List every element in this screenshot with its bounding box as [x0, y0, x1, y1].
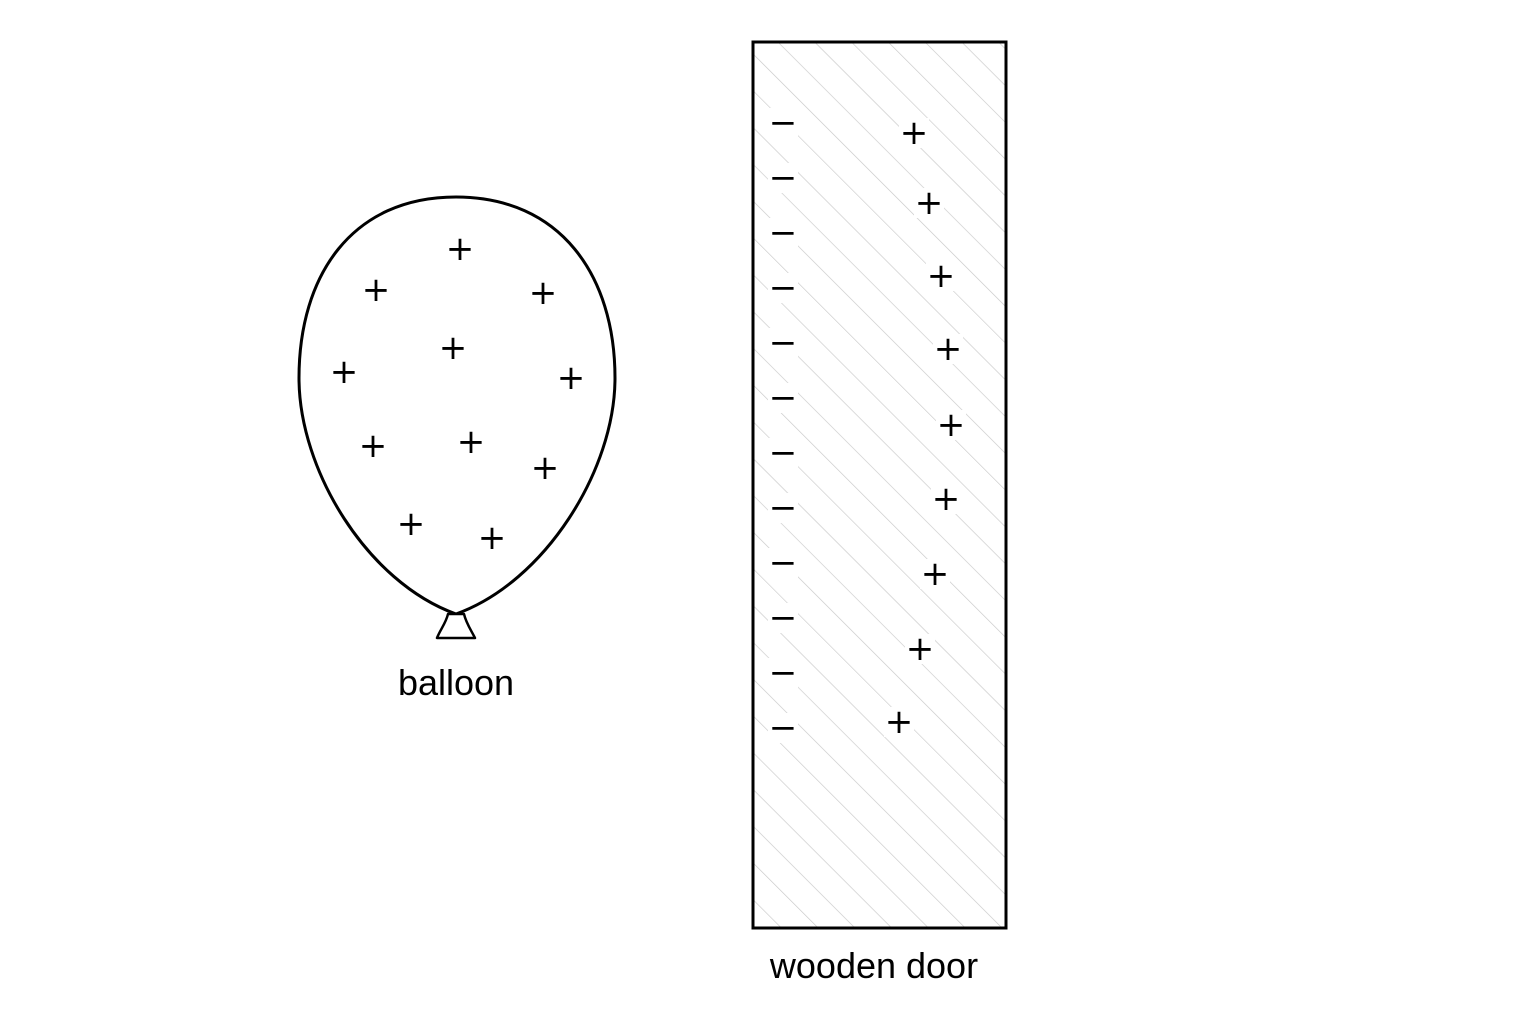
negative-charge-symbol-bg — [768, 218, 798, 248]
positive-charge-symbol: + — [906, 629, 935, 669]
negative-charge-symbol: − — [769, 213, 798, 253]
door-label: wooden door — [769, 945, 978, 986]
positive-charge-symbol-bg — [456, 427, 486, 457]
positive-charge-symbol: + — [457, 422, 486, 462]
negative-charge-symbol-bg — [768, 273, 798, 303]
positive-charge-symbol-bg — [933, 334, 963, 364]
negative-charge-symbol: − — [769, 708, 798, 748]
positive-charge-symbol: + — [439, 328, 468, 368]
positive-charge-symbol: + — [921, 554, 950, 594]
negative-charge-symbol: − — [769, 378, 798, 418]
negative-charge-symbol-bg — [768, 658, 798, 688]
negative-charge-symbol: − — [769, 653, 798, 693]
negative-charge-symbol-bg — [768, 163, 798, 193]
positive-charge-symbol-bg — [926, 261, 956, 291]
negative-charge-symbol: − — [769, 598, 798, 638]
positive-charge-symbol: + — [900, 113, 929, 153]
negative-charge-symbol: − — [769, 103, 798, 143]
door-positive-charges: + + + + + + + + + — [884, 113, 966, 742]
positive-charge-symbol: + — [397, 504, 426, 544]
positive-charge-symbol-bg — [884, 707, 914, 737]
negative-charge-symbol: − — [769, 323, 798, 363]
negative-charge-symbol-bg — [768, 548, 798, 578]
positive-charge-symbol: + — [446, 229, 475, 269]
negative-charge-symbol-bg — [768, 713, 798, 743]
positive-charge-symbol: + — [529, 273, 558, 313]
positive-charge-symbol: + — [934, 329, 963, 369]
positive-charge-symbol: + — [359, 426, 388, 466]
negative-charge-symbol-bg — [768, 383, 798, 413]
negative-charge-symbol-bg — [768, 493, 798, 523]
positive-charge-symbol: + — [937, 405, 966, 445]
positive-charge-symbol-bg — [477, 523, 507, 553]
negative-charge-symbol: − — [769, 543, 798, 583]
positive-charge-symbol-bg — [936, 410, 966, 440]
negative-charge-symbol-bg — [768, 108, 798, 138]
positive-charge-symbol: + — [557, 358, 586, 398]
negative-charge-symbol: − — [769, 488, 798, 528]
positive-charge-symbol-bg — [528, 278, 558, 308]
positive-charge-symbol-bg — [358, 431, 388, 461]
positive-charge-symbol: + — [531, 448, 560, 488]
negative-charge-symbol-bg — [768, 603, 798, 633]
positive-charge-symbol-bg — [329, 357, 359, 387]
positive-charge-symbol: + — [478, 518, 507, 558]
positive-charge-symbol-bg — [445, 234, 475, 264]
balloon-charges: +++++++++++ — [329, 229, 586, 558]
positive-charge-symbol: + — [362, 270, 391, 310]
positive-charge-symbol: + — [932, 479, 961, 519]
positive-charge-symbol-bg — [914, 188, 944, 218]
negative-charge-symbol: − — [769, 158, 798, 198]
positive-charge-symbol: + — [330, 352, 359, 392]
balloon-label: balloon — [398, 662, 514, 703]
balloon: +++++++++++ balloon — [297, 195, 617, 703]
negative-charge-symbol-bg — [768, 328, 798, 358]
positive-charge-symbol-bg — [899, 118, 929, 148]
positive-charge-symbol-bg — [396, 509, 426, 539]
door-negative-charges: − − − − − − − − − − − − — [768, 103, 798, 748]
balloon-knot — [435, 612, 477, 640]
positive-charge-symbol: + — [885, 702, 914, 742]
positive-charge-symbol-bg — [931, 484, 961, 514]
positive-charge-symbol-bg — [556, 363, 586, 393]
positive-charge-symbol-bg — [361, 275, 391, 305]
positive-charge-symbol-bg — [438, 333, 468, 363]
positive-charge-symbol: + — [915, 183, 944, 223]
positive-charge-symbol-bg — [920, 559, 950, 589]
negative-charge-symbol: − — [769, 433, 798, 473]
positive-charge-symbol: + — [927, 256, 956, 296]
positive-charge-symbol-bg — [530, 453, 560, 483]
negative-charge-symbol-bg — [768, 438, 798, 468]
positive-charge-symbol-bg — [905, 634, 935, 664]
wooden-door: − − − − − − − − − − − − + + + + + + + + + wooden door — [751, 40, 1008, 986]
negative-charge-symbol: − — [769, 268, 798, 308]
